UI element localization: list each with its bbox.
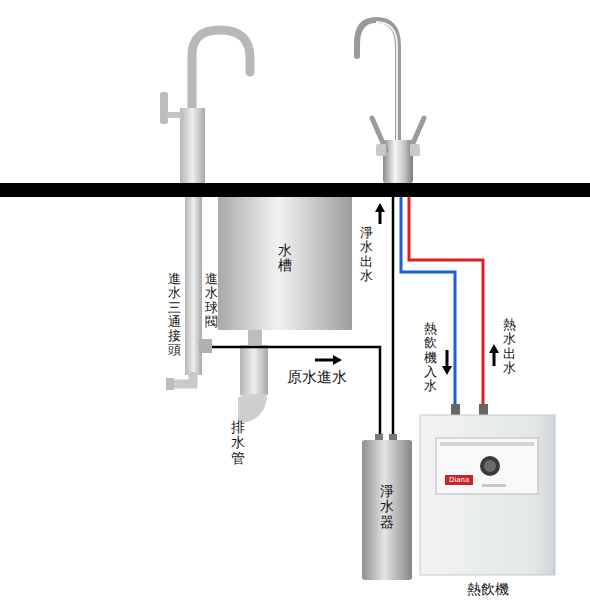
node-label: 熱飲機 [467,581,509,599]
part-label: 進水球閥 [205,272,218,329]
flow-arrow [315,203,499,375]
countertop [0,183,590,197]
node-label: 水槽 [278,243,292,274]
node-label: 淨水器 [380,484,394,530]
dual-faucet [357,20,424,183]
part-label: 熱水出水 [503,318,516,375]
sink-box: 水槽 [218,197,352,330]
part-label: 排水管 [231,420,245,466]
purified-water-pipe [392,197,395,440]
filter-box: 淨水器 [362,440,412,580]
part-label: 進水三通接頭 [168,272,181,358]
flow-label: Diana [449,476,469,484]
part-label: 淨水出水 [360,226,373,283]
sink-basin [218,197,352,330]
dispenser-box: 熱飲機 [420,415,555,575]
hot-outlet-pipe [409,197,483,412]
hot-dispenser [420,404,555,575]
drain-pipe [238,330,268,410]
part-label: 熱飲機入水 [424,322,437,393]
filter-canister [362,434,412,580]
flow-label: 原水進水 [287,368,347,387]
